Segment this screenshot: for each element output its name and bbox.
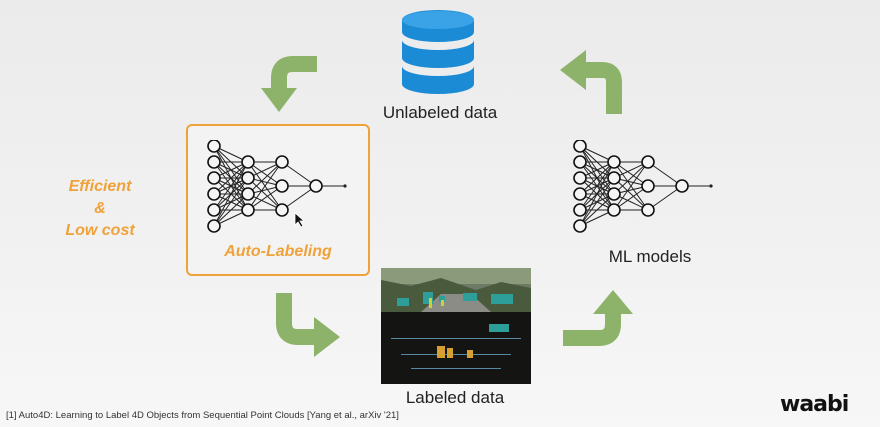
neuron-node [641,155,655,169]
neuron-node [607,171,621,185]
curved-arrow-icon [563,290,633,346]
neuron-node [309,179,323,193]
footnote: [1] Auto4D: Learning to Label 4D Objects… [6,410,399,421]
neuron-node [207,171,221,185]
neuron-node [207,155,221,169]
neuron-node [573,219,587,233]
curved-arrow-icon [276,293,340,357]
neural-network-icon [207,140,347,233]
neuron-node [241,155,255,169]
neuron-node [573,203,587,217]
ml-models-label: ML models [608,247,692,266]
database-icon [402,10,474,94]
labeled-data-label: Labeled data [405,388,505,407]
neuron-node [207,203,221,217]
neuron-node [573,155,587,169]
benefit-line-1: Efficient [68,178,132,195]
neuron-node [207,140,221,153]
neuron-node [607,203,621,217]
benefit-line-3: Low cost [65,222,135,239]
neuron-node [573,140,587,153]
neuron-node [241,187,255,201]
unlabeled-data-label: Unlabeled data [382,103,498,122]
neuron-node [275,179,289,193]
labeled-data-image [381,268,531,384]
auto-labeling-label: Auto-Labeling [224,243,332,260]
neuron-node [275,203,289,217]
neuron-node [607,155,621,169]
neuron-node [241,203,255,217]
neuron-node [241,171,255,185]
cursor-icon [294,212,306,228]
neuron-node [641,179,655,193]
neuron-node [207,219,221,233]
neuron-node [573,187,587,201]
neuron-node [207,187,221,201]
neural-network-icon [573,140,713,233]
neuron-node [675,179,689,193]
neuron-node [275,155,289,169]
curved-arrow-icon [261,56,317,112]
neuron-node [573,171,587,185]
neuron-node [641,203,655,217]
waabi-logo: waabi [780,392,849,417]
benefit-text: Efficient & Low cost [50,176,150,242]
neuron-node [607,187,621,201]
benefit-line-2: & [94,200,106,217]
curved-arrow-icon [560,50,622,114]
